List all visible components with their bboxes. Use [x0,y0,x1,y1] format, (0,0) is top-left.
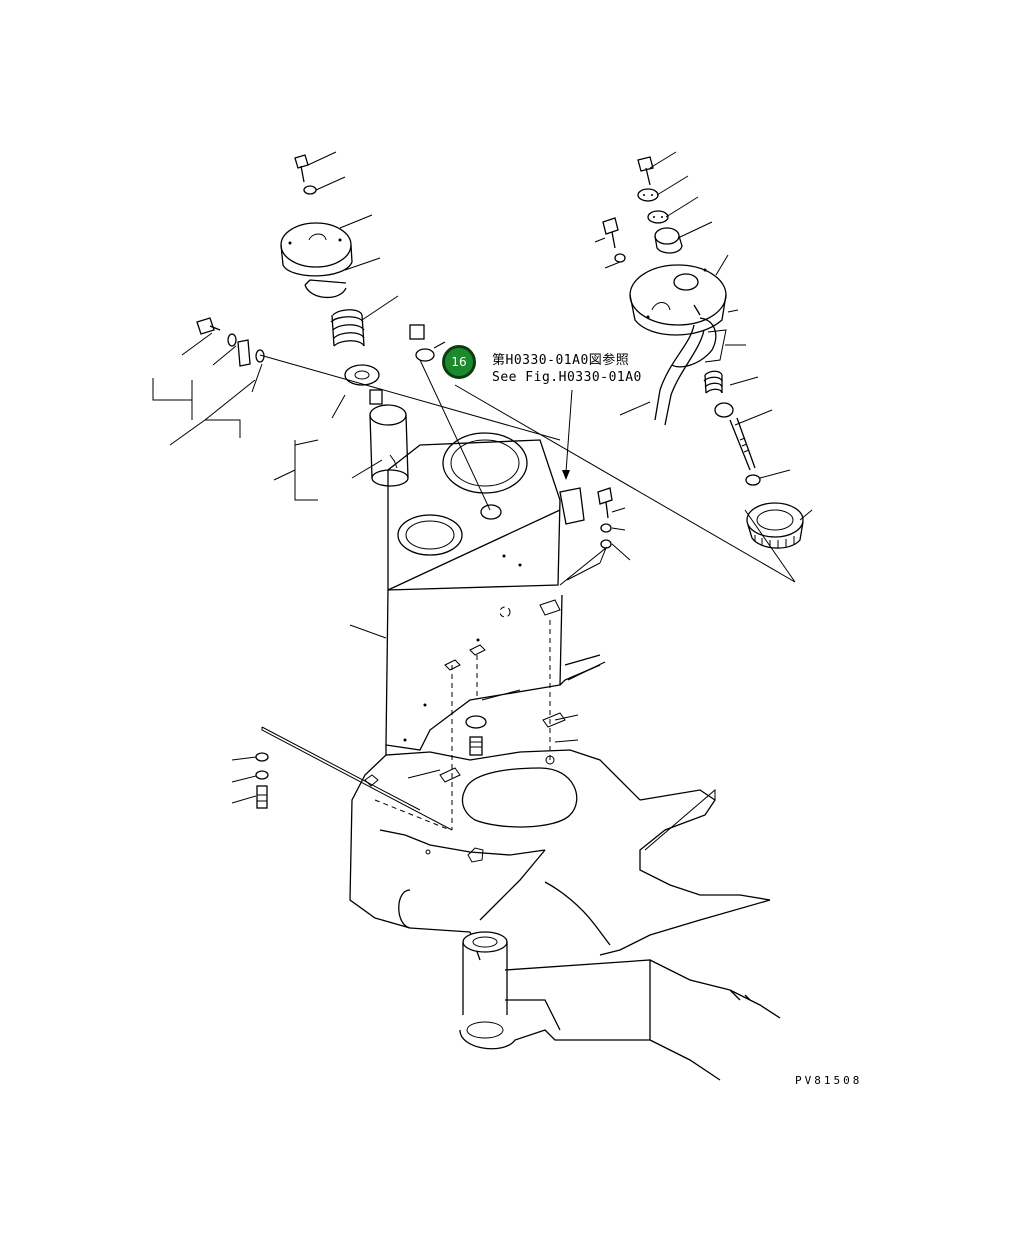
left-filter-assembly [196,154,435,487]
callout-badge-16[interactable]: 16 [442,345,476,379]
right-cap-assembly [255,156,804,809]
leader-lines [152,151,813,851]
reference-note-jp: 第H0330-01A0図参照 [492,353,630,368]
reference-note-en: See Fig.H0330-01A0 [492,370,642,385]
figure-code: PV81508 [795,1074,863,1087]
main-bracket-body [349,432,781,1081]
